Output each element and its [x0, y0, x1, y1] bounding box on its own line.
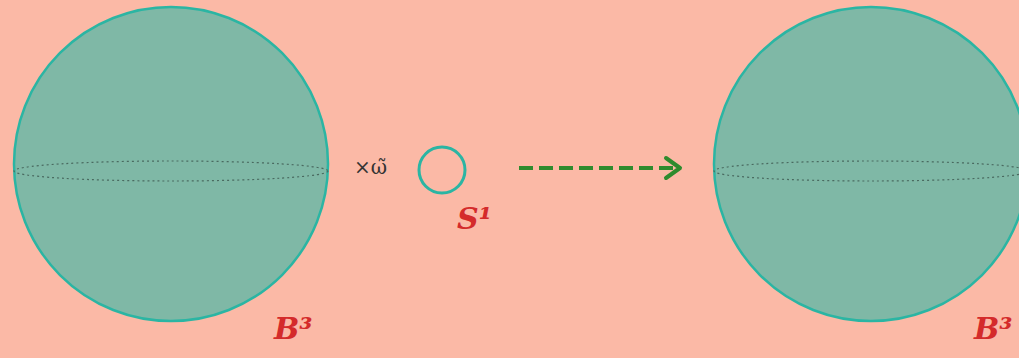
ball-fill	[714, 7, 1019, 321]
ball-outline	[712, 5, 1019, 323]
equator-line	[714, 161, 1019, 181]
equator-line	[14, 161, 328, 181]
circle-line	[419, 147, 465, 193]
arrow-head	[666, 158, 680, 178]
map-arrow	[519, 158, 680, 178]
product-label: ×ω̃	[354, 155, 387, 179]
space-label: S¹	[457, 201, 492, 236]
ball-region: B³	[12, 5, 330, 323]
ball-region: B³	[712, 5, 1019, 323]
ball-fill	[14, 7, 328, 321]
ball-outline	[12, 5, 330, 323]
circle-region: S¹	[417, 145, 467, 195]
space-label: B³	[974, 311, 1013, 346]
space-label: B³	[274, 311, 313, 346]
circle-outline	[417, 145, 467, 195]
arrow-shaft	[519, 166, 680, 170]
